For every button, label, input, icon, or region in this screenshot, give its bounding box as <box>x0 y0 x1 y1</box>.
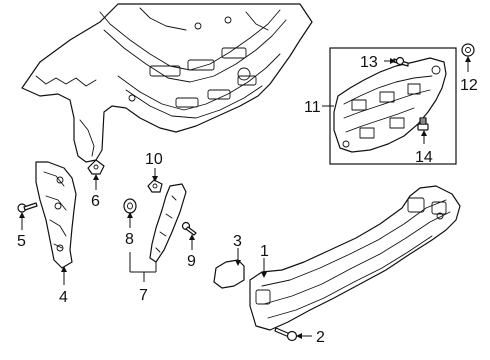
callout-4: 4 <box>59 289 68 306</box>
bolt-2 <box>274 327 298 342</box>
screw-13 <box>393 56 409 67</box>
callout-10: 10 <box>145 151 163 168</box>
callout-2: 2 <box>316 329 325 346</box>
clip-6 <box>87 159 105 175</box>
screw-9 <box>181 221 197 236</box>
leader-lines <box>19 56 471 339</box>
callout-12: 12 <box>460 77 478 94</box>
callout-7: 7 <box>139 287 148 304</box>
nut-12 <box>461 43 475 57</box>
callout-13: 13 <box>360 54 378 71</box>
bolt-14 <box>417 117 429 131</box>
rear-body-panel <box>21 3 313 163</box>
pad-3 <box>213 259 245 289</box>
reinforcement-bar-1 <box>249 185 461 331</box>
screw-5 <box>17 202 38 213</box>
callout-6: 6 <box>91 193 100 210</box>
callout-5: 5 <box>17 233 26 250</box>
callout-3: 3 <box>233 233 242 250</box>
callout-1: 1 <box>260 243 269 260</box>
grommet-8 <box>123 198 137 214</box>
impact-absorber-11 <box>333 57 447 153</box>
callout-8: 8 <box>125 231 134 248</box>
callout-14: 14 <box>415 149 433 166</box>
callout-9: 9 <box>187 253 196 270</box>
callout-11: 11 <box>304 99 321 116</box>
bracket-4 <box>35 161 77 269</box>
clip-10 <box>147 179 163 193</box>
bracket-7 <box>149 183 187 263</box>
